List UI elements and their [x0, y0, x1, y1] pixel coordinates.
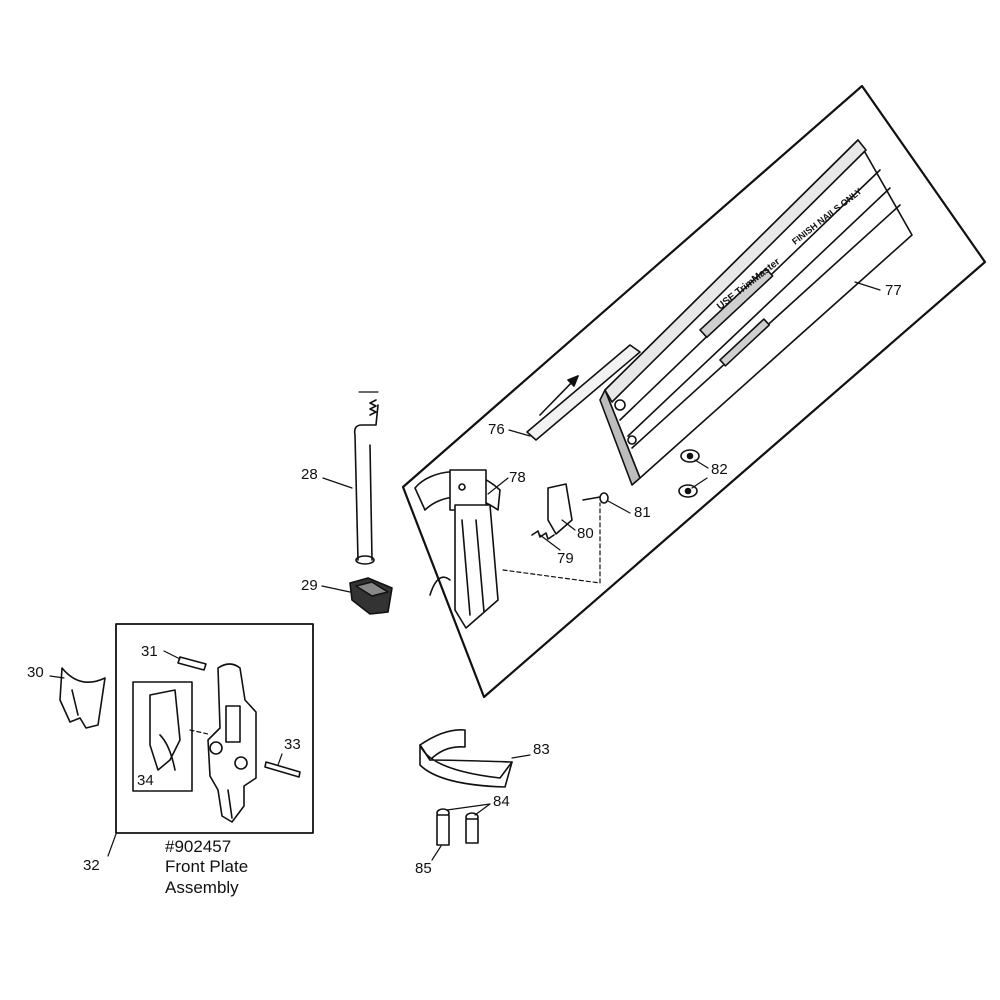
callout-32: 32 — [83, 857, 100, 874]
part-78-nose-guide — [414, 469, 501, 629]
callout-83: 83 — [533, 741, 550, 758]
part-84-85-screws — [436, 808, 479, 846]
part-81-pin-washer — [582, 492, 609, 504]
callout-76: 76 — [488, 421, 505, 438]
part-80-latch — [547, 483, 573, 535]
part-33-pin — [264, 761, 301, 778]
front-plate — [207, 663, 257, 823]
callout-79: 79 — [557, 550, 574, 567]
part-77-magazine: USE TrimMaster FINISH NAILS ONLY — [599, 139, 913, 486]
assembly-part-number: #902457 — [165, 837, 232, 856]
callout-30: 30 — [27, 664, 44, 681]
callout-82: 82 — [711, 461, 728, 478]
assembly-caption: #902457 Front Plate Assembly — [165, 837, 248, 898]
part-34-clip — [149, 689, 181, 771]
callout-81: 81 — [634, 504, 651, 521]
callout-34: 34 — [137, 772, 154, 789]
callout-80: 80 — [577, 525, 594, 542]
callout-77: 77 — [885, 282, 902, 299]
front-plate-assembly-box — [115, 623, 314, 834]
part-29-block — [349, 577, 393, 615]
callout-29: 29 — [301, 577, 318, 594]
part-79-spring — [531, 530, 555, 540]
part-82-screws — [678, 449, 700, 498]
part-30-guard — [59, 667, 106, 729]
callout-28: 28 — [301, 466, 318, 483]
part-31-pin — [177, 656, 207, 671]
assembly-guide-line — [502, 502, 601, 584]
part-34-box — [132, 681, 193, 792]
callout-85: 85 — [415, 860, 432, 877]
part-83-band — [419, 728, 513, 788]
part-28-rod — [353, 391, 379, 565]
callout-31: 31 — [141, 643, 158, 660]
part-76-pusher — [526, 344, 641, 441]
leader-lines — [49, 281, 881, 861]
magazine-group-outline — [401, 84, 987, 699]
assembly-name-line2: Assembly — [165, 877, 239, 897]
callout-33: 33 — [284, 736, 301, 753]
callout-78: 78 — [509, 469, 526, 486]
assembly-name-line1: Front Plate — [165, 857, 249, 877]
callout-84: 84 — [493, 793, 510, 810]
